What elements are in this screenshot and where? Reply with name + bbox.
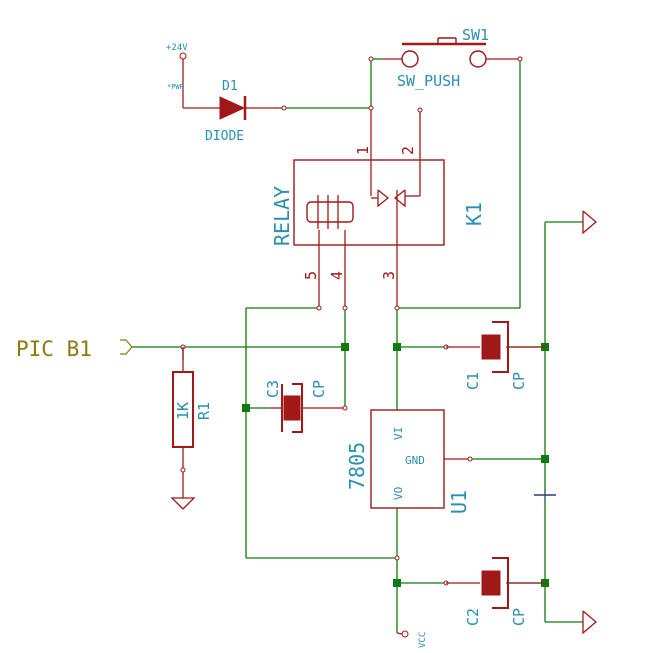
sw1-value: SW_PUSH [397,72,460,90]
d1-ref: D1 [222,79,238,94]
c1-value: CP [510,372,528,390]
u1-ref: U1 [447,490,471,514]
wires [132,58,583,633]
c3-value: CP [310,380,328,398]
u1-pin-vi: VI [392,427,405,440]
regulator-u1: VI GND VO 7805 U1 [345,409,473,561]
diode-d1: D1 DIODE [183,79,287,144]
power-24v-label: +24V [166,43,188,53]
u1-pin-gnd: GND [405,454,425,467]
r1-ref: R1 [195,402,213,420]
ground-symbol-top [582,210,598,235]
u1-value: 7805 [345,442,369,490]
k1-pin-3: 3 [380,271,398,280]
k1-pin-2: 2 [399,146,417,155]
pwr-flag-label: *PWR [167,83,185,91]
capacitor-c3: C3 CP [264,380,348,433]
resistor-r1: 1K R1 [170,344,213,510]
power-vcc-symbol: VCC [396,630,428,648]
net-label-pic-b1: PIC B1 [16,337,133,361]
switch-sw1: SW1 SW_PUSH [368,26,523,90]
junctions [242,343,549,587]
k1-pin-5: 5 [302,271,320,280]
c2-value: CP [510,608,528,626]
c2-ref: C2 [464,608,482,626]
u1-pin-vo: VO [392,487,405,500]
net-label-pic-b1-text: PIC B1 [16,337,92,361]
c1-ref: C1 [464,372,482,390]
r1-value: 1K [174,402,192,420]
rail-capacitor-mark [534,488,556,502]
ground-symbol-bottom [582,610,598,635]
capacitor-c2: C2 CP [443,557,545,626]
d1-value: DIODE [205,129,244,144]
k1-pin-1: 1 [354,146,372,155]
relay-k1: 1 2 3 4 5 RELAY K1 [270,105,486,311]
power-vcc-label: VCC [418,632,428,648]
capacitor-c1: C1 CP [443,321,545,390]
k1-pin-4: 4 [328,271,346,280]
c3-ref: C3 [264,380,282,398]
k1-value: RELAY [270,186,294,246]
k1-ref: K1 [462,202,486,226]
power-24v-symbol: +24V *PWR [166,43,188,108]
sw1-ref: SW1 [462,26,489,44]
